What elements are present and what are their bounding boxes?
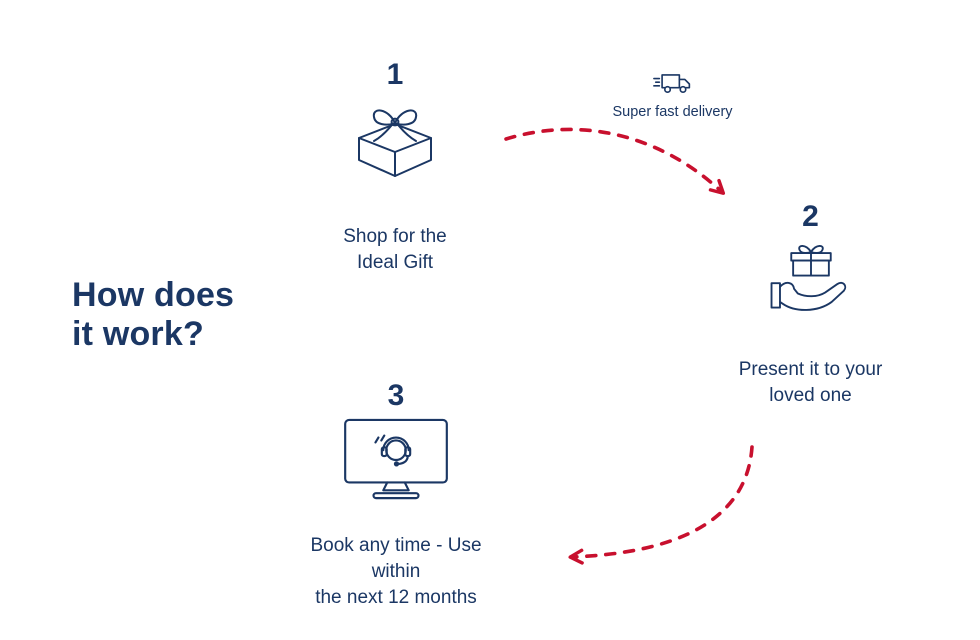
step-2-label-line2: loved one	[769, 385, 852, 406]
hand-holding-gift-icon	[764, 238, 858, 317]
arrow-step2-to-step3	[568, 445, 754, 565]
page-title-line1: How does	[72, 276, 235, 314]
step-2-number: 2	[802, 200, 819, 233]
step-3: 3 Book any time - Use within the next 12…	[286, 379, 506, 611]
step-3-label-line2: the next 12 months	[315, 587, 477, 608]
step-1-number: 1	[386, 58, 404, 91]
step-1-label-line2: Ideal Gift	[356, 252, 434, 273]
step-2: 2 Present it to your loved one	[713, 200, 908, 409]
gift-box-icon	[345, 96, 445, 186]
step-3-label-line1: Book any time - Use within	[310, 535, 482, 582]
arrow-step1-to-step2	[504, 127, 726, 195]
page-title-line2: it work?	[72, 315, 204, 353]
support-monitor-icon	[342, 417, 450, 503]
step-3-label: Book any time - Use within the next 12 m…	[286, 533, 506, 611]
delivery-label: Super fast delivery	[612, 104, 733, 120]
step-1-label-line1: Shop for the	[343, 226, 447, 247]
delivery-truck-icon	[652, 72, 693, 96]
step-1-label: Shop for the Ideal Gift	[343, 224, 447, 276]
step-2-label-line1: Present it to your	[738, 359, 883, 380]
step-3-number: 3	[387, 379, 405, 412]
page-title: How does it work?	[72, 276, 234, 354]
step-2-label: Present it to your loved one	[739, 357, 883, 409]
step-1: 1 Shop for the Ideal Gift	[305, 58, 485, 276]
delivery-note: Super fast delivery	[580, 72, 765, 120]
